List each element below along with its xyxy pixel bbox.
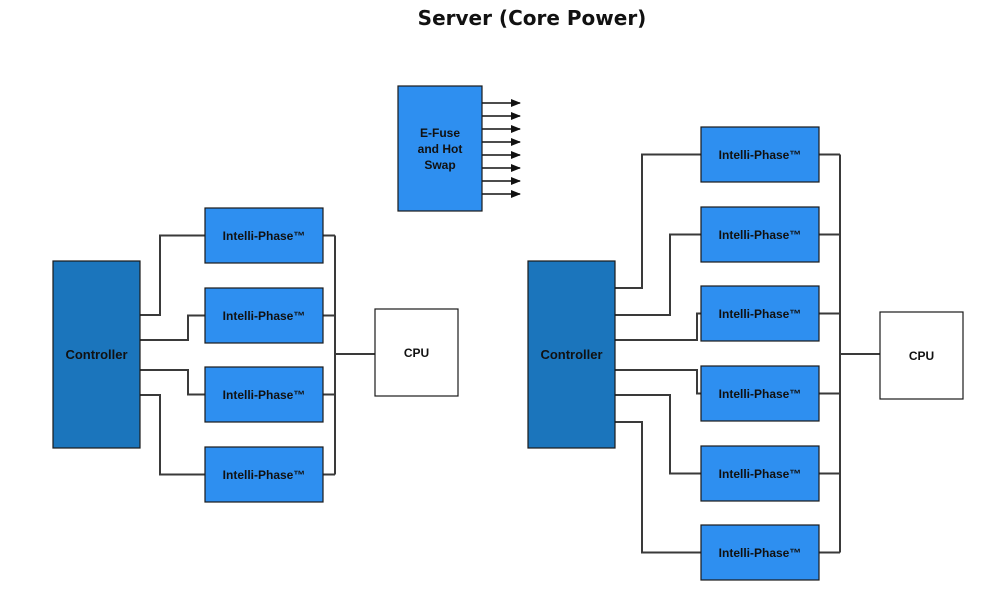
right-intelli-phase-box-label: Intelli-Phase™ bbox=[719, 228, 802, 242]
right-intelli-phase-box-rect bbox=[700, 206, 820, 263]
left-intelli-phase-box-rect bbox=[204, 207, 324, 264]
controller-to-phase-wire bbox=[615, 153, 701, 289]
left-intelli-phase-box: Intelli-Phase™ bbox=[204, 287, 324, 344]
right-controller-box-label: Controller bbox=[540, 347, 602, 362]
left-intelli-phase-box-rect bbox=[204, 287, 324, 344]
right-intelli-phase-box-rect bbox=[700, 524, 820, 581]
controller-to-phase-wire bbox=[140, 369, 205, 396]
right-intelli-phase-box: Intelli-Phase™ bbox=[700, 285, 820, 342]
right-cpu-box-rect bbox=[879, 311, 964, 400]
right-intelli-phase-box-rect bbox=[700, 365, 820, 422]
left-intelli-phase-box-label: Intelli-Phase™ bbox=[223, 309, 306, 323]
controller-to-phase-wire bbox=[615, 394, 701, 475]
controller-to-phase-wire bbox=[615, 369, 701, 395]
left-intelli-phase-box-label: Intelli-Phase™ bbox=[223, 468, 306, 482]
left-intelli-phase-box: Intelli-Phase™ bbox=[204, 207, 324, 264]
right-intelli-phase-box-rect bbox=[700, 445, 820, 502]
right-cpu-box-label: CPU bbox=[909, 349, 934, 363]
efuse-hotswap-box-label: Swap bbox=[424, 158, 455, 172]
right-intelli-phase-box-rect bbox=[700, 285, 820, 342]
left-intelli-phase-box-rect bbox=[204, 366, 324, 423]
right-intelli-phase-box-label: Intelli-Phase™ bbox=[719, 307, 802, 321]
left-controller-box-label: Controller bbox=[65, 347, 127, 362]
right-intelli-phase-box-label: Intelli-Phase™ bbox=[719, 546, 802, 560]
right-intelli-phase-box: Intelli-Phase™ bbox=[700, 126, 820, 183]
right-intelli-phase-box: Intelli-Phase™ bbox=[700, 445, 820, 502]
left-controller-box-rect bbox=[52, 260, 141, 449]
right-intelli-phase-box-label: Intelli-Phase™ bbox=[719, 387, 802, 401]
controller-to-phase-wire bbox=[140, 234, 205, 316]
right-intelli-phase-box-rect bbox=[700, 126, 820, 183]
right-intelli-phase-box: Intelli-Phase™ bbox=[700, 365, 820, 422]
efuse-hotswap-box-rect bbox=[397, 85, 483, 212]
controller-to-phase-wire bbox=[615, 233, 701, 316]
diagram-title: Server (Core Power) bbox=[417, 6, 647, 30]
controller-to-phase-wire bbox=[140, 394, 205, 476]
left-intelli-phase-box-rect bbox=[204, 446, 324, 503]
right-intelli-phase-box-label: Intelli-Phase™ bbox=[719, 148, 802, 162]
left-cpu-box: CPU bbox=[374, 308, 459, 397]
left-intelli-phase-box: Intelli-Phase™ bbox=[204, 366, 324, 423]
right-cpu-box: CPU bbox=[879, 311, 964, 400]
left-intelli-phase-box-label: Intelli-Phase™ bbox=[223, 388, 306, 402]
right-intelli-phase-box: Intelli-Phase™ bbox=[700, 206, 820, 263]
left-cpu-box-label: CPU bbox=[404, 346, 429, 360]
left-intelli-phase-box: Intelli-Phase™ bbox=[204, 446, 324, 503]
right-controller-box-rect bbox=[527, 260, 616, 449]
controller-to-phase-wire bbox=[140, 314, 205, 341]
efuse-hotswap-box-label: E-Fuse bbox=[420, 126, 460, 140]
right-controller-box: Controller bbox=[527, 260, 616, 449]
left-controller-box: Controller bbox=[52, 260, 141, 449]
right-intelli-phase-box: Intelli-Phase™ bbox=[700, 524, 820, 581]
efuse-hotswap-box-label: and Hot bbox=[418, 142, 463, 156]
controller-to-phase-wire bbox=[615, 312, 701, 341]
right-intelli-phase-box-label: Intelli-Phase™ bbox=[719, 467, 802, 481]
left-intelli-phase-box-label: Intelli-Phase™ bbox=[223, 229, 306, 243]
controller-to-phase-wire bbox=[615, 421, 701, 554]
left-cpu-box-rect bbox=[374, 308, 459, 397]
